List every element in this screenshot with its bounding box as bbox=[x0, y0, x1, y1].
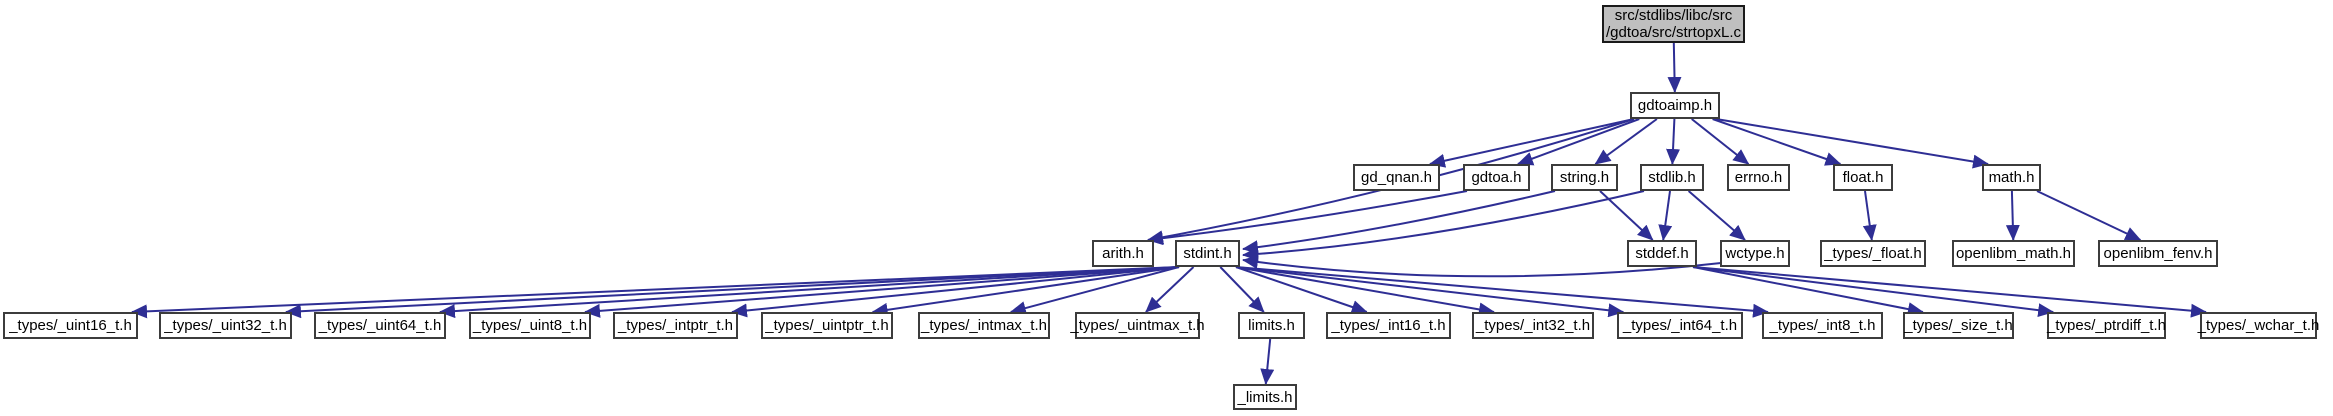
node-intmax[interactable]: _types/_intmax_t.h bbox=[918, 312, 1050, 339]
node-arith[interactable]: arith.h bbox=[1092, 240, 1154, 267]
edge-limits-to-limits-priv bbox=[1260, 338, 1275, 385]
node-stdlib[interactable]: stdlib.h bbox=[1640, 164, 1704, 191]
node-gdtoaimp[interactable]: gdtoaimp.h bbox=[1630, 92, 1720, 119]
node-int16[interactable]: _types/_int16_t.h bbox=[1326, 312, 1451, 339]
node-size_t[interactable]: _types/_size_t.h bbox=[1903, 312, 2014, 339]
node-gdtoa[interactable]: gdtoa.h bbox=[1463, 164, 1530, 191]
edge-stdlib-to-stdint bbox=[1242, 190, 1645, 261]
node-wctype[interactable]: wctype.h bbox=[1720, 240, 1790, 267]
edge-stdint-to-int16 bbox=[1235, 266, 1368, 314]
edge-stdlib-to-wctype bbox=[1687, 190, 1746, 241]
node-int32[interactable]: _types/_int32_t.h bbox=[1472, 312, 1594, 339]
edge-gdtoaimp-to-gd-qnan bbox=[1428, 118, 1635, 168]
edge-stdint-to-uint64 bbox=[439, 266, 1180, 319]
edge-gdtoa-to-arith bbox=[1147, 190, 1468, 246]
edge-stdint-to-int8 bbox=[1235, 266, 1769, 318]
edge-stdint-to-intptr bbox=[731, 266, 1180, 318]
node-types_float[interactable]: _types/_float.h bbox=[1820, 240, 1926, 267]
node-root[interactable]: src/stdlibs/libc/src /gdtoa/src/strtopxL… bbox=[1602, 5, 1745, 43]
edge-stdint-to-intmax bbox=[1009, 266, 1180, 315]
node-uintptr[interactable]: _types/_uintptr_t.h bbox=[761, 312, 893, 339]
edge-root-to-gdtoaimp bbox=[1667, 42, 1682, 93]
node-limits[interactable]: limits.h bbox=[1238, 312, 1305, 339]
edge-float-to-types-float bbox=[1862, 190, 1877, 241]
node-uint64[interactable]: _types/_uint64_t.h bbox=[314, 312, 446, 339]
node-stdint[interactable]: stdint.h bbox=[1175, 240, 1240, 267]
node-errno[interactable]: errno.h bbox=[1727, 164, 1790, 191]
node-float[interactable]: float.h bbox=[1833, 164, 1893, 191]
node-ptrdiff[interactable]: _types/_ptrdiff_t.h bbox=[2047, 312, 2166, 339]
edge-gdtoaimp-to-stdlib bbox=[1666, 118, 1681, 165]
node-int64[interactable]: _types/_int64_t.h bbox=[1617, 312, 1743, 339]
edge-math-to-olm-math bbox=[2005, 190, 2020, 241]
node-uint16[interactable]: _types/_uint16_t.h bbox=[3, 312, 138, 339]
edge-wctype-to-stdint bbox=[1242, 255, 1722, 278]
node-uintmax[interactable]: _types/_uintmax_t.h bbox=[1070, 312, 1205, 339]
edge-stdint-to-uintmax bbox=[1145, 266, 1195, 313]
node-stddef[interactable]: stddef.h bbox=[1627, 240, 1697, 267]
edge-stddef-to-ptrdiff bbox=[1692, 266, 2055, 318]
edge-stdlib-to-stddef bbox=[1658, 190, 1673, 241]
edge-gdtoaimp-to-math bbox=[1715, 118, 1989, 169]
edge-math-to-olm-fenv bbox=[2036, 190, 2142, 241]
node-olm_math[interactable]: openlibm_math.h bbox=[1952, 240, 2075, 267]
node-uint8[interactable]: _types/_uint8_t.h bbox=[469, 312, 591, 339]
node-uint32[interactable]: _types/_uint32_t.h bbox=[159, 312, 292, 339]
node-int8[interactable]: _types/_int8_t.h bbox=[1762, 312, 1883, 339]
edge-stdint-to-int32 bbox=[1235, 266, 1495, 317]
node-wchar[interactable]: _types/_wchar_t.h bbox=[2198, 312, 2319, 339]
edge-gdtoaimp-to-errno bbox=[1691, 118, 1750, 165]
edge-stdint-to-int64 bbox=[1235, 266, 1625, 318]
node-string[interactable]: string.h bbox=[1551, 164, 1618, 191]
edge-stddef-to-wchar bbox=[1692, 266, 2207, 318]
edge-string-to-stdint bbox=[1242, 190, 1556, 255]
edge-stddef-to-size-t bbox=[1692, 266, 1924, 316]
edge-stdint-to-limits bbox=[1219, 266, 1265, 313]
node-intptr[interactable]: _types/_intptr_t.h bbox=[613, 312, 738, 339]
edge-gdtoaimp-to-gdtoa bbox=[1516, 118, 1640, 166]
node-olm_fenv[interactable]: openlibm_fenv.h bbox=[2098, 240, 2218, 267]
edge-string-to-stddef bbox=[1599, 190, 1654, 241]
edge-stdint-to-uint32 bbox=[285, 266, 1180, 319]
edge-stdint-to-uintptr bbox=[871, 266, 1180, 317]
node-math[interactable]: math.h bbox=[1982, 164, 2041, 191]
edge-gdtoaimp-to-string bbox=[1594, 118, 1658, 165]
node-gd_qnan[interactable]: gd_qnan.h bbox=[1353, 164, 1440, 191]
edge-stdint-to-uint8 bbox=[584, 266, 1180, 318]
node-limits_priv[interactable]: _limits.h bbox=[1233, 384, 1297, 410]
edge-gdtoaimp-to-float bbox=[1712, 118, 1842, 166]
